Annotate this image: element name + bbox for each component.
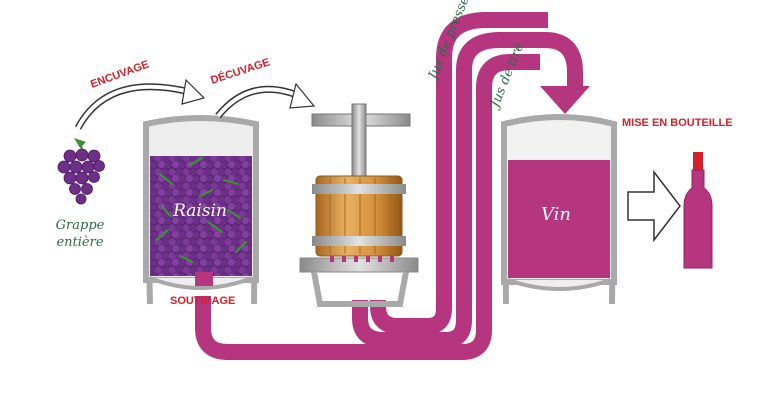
grappe-label-line2: entière: [56, 235, 103, 250]
raisin-label: Raisin: [172, 201, 227, 221]
wine-bottle-icon: [683, 152, 713, 269]
soutirage-pipe: [195, 54, 540, 360]
vin-label: Vin: [541, 204, 571, 225]
press-juice-drops: [330, 256, 394, 262]
grappe-label-line1: Grappe: [56, 218, 105, 233]
jus-de-tire-pipe: [352, 32, 583, 348]
vin-vat: [501, 114, 617, 305]
decuvage-label: DÉCUVAGE: [209, 55, 272, 86]
mise-en-bouteille-label: MISE EN BOUTEILLE: [622, 117, 733, 129]
grape-bunch-icon: [57, 138, 105, 205]
raisin-vat: [143, 115, 259, 305]
flow-arrow-head-icon: [540, 86, 590, 114]
decuvage-arrow-icon: [215, 82, 316, 119]
soutirage-label: SOUTIRAGE: [170, 295, 235, 307]
grape-stems: [154, 156, 248, 264]
pipe-separators: [452, 28, 567, 326]
jus-de-presse-pipe: [370, 12, 548, 334]
wine-press: [299, 103, 419, 307]
encuvage-arrow-icon: [74, 78, 206, 130]
bottling-arrow-icon: [627, 169, 681, 243]
